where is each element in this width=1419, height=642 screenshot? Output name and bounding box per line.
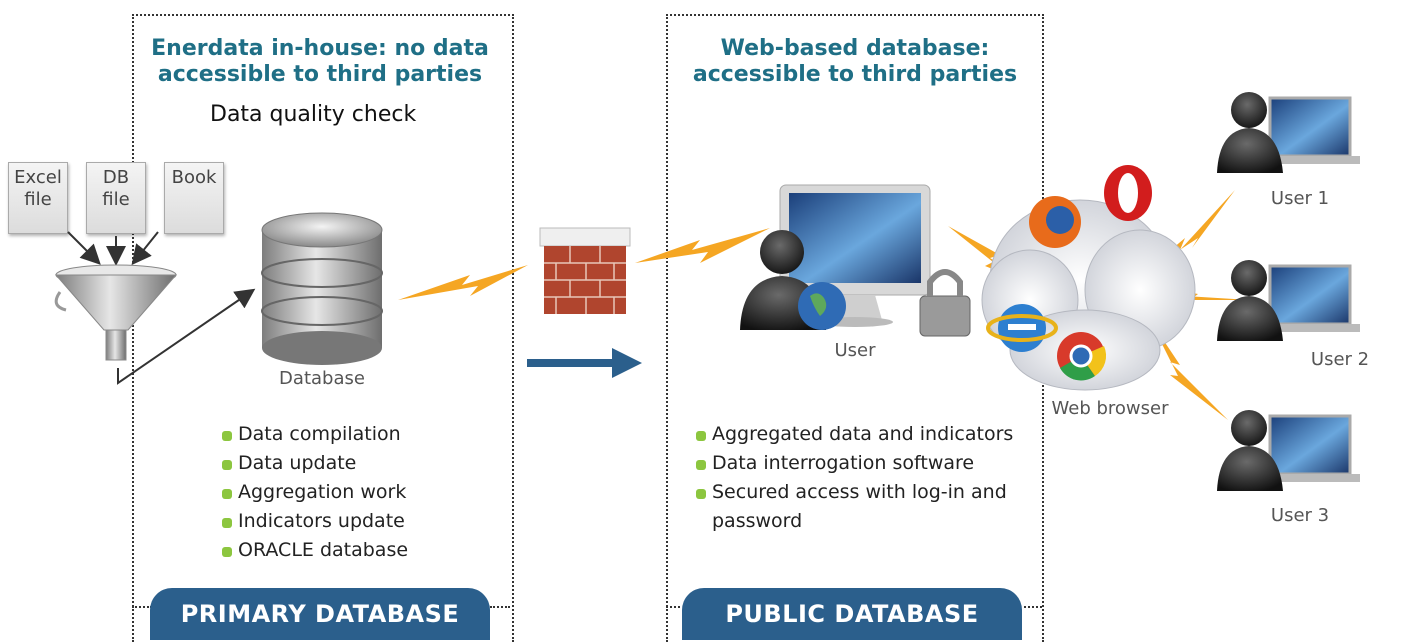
funnel-to-db-arrow xyxy=(117,288,256,385)
doc-arrows xyxy=(67,231,159,266)
funnel-icon xyxy=(54,264,178,361)
firefox-icon xyxy=(1029,196,1081,248)
primary-database-banner: PRIMARY DATABASE xyxy=(150,588,490,640)
bullet-text: Data update xyxy=(238,452,357,474)
web-browser-label: Web browser xyxy=(1051,398,1169,419)
db-file-label: DB file xyxy=(102,167,130,210)
list-item: Data interrogation software xyxy=(696,449,1026,478)
user-label: User xyxy=(834,340,876,361)
database-label: Database xyxy=(279,368,365,389)
bullet-dot-icon xyxy=(222,489,232,499)
bullet-dot-icon xyxy=(222,518,232,528)
list-item: Indicators update xyxy=(222,507,408,536)
bullet-text: Aggregated data and indicators xyxy=(712,423,1014,445)
bullet-dot-icon xyxy=(696,431,706,441)
opera-icon xyxy=(1104,165,1152,221)
panel-bottom-dots-3 xyxy=(666,606,680,608)
panel-bottom-dots-2 xyxy=(490,606,510,608)
bullet-text: Secured access with log-in and password xyxy=(712,481,1007,532)
list-item: ORACLE database xyxy=(222,536,408,565)
user-1-icon xyxy=(1217,92,1360,173)
primary-panel-title: Enerdata in-house: no data accessible to… xyxy=(151,36,489,87)
user-3-icon xyxy=(1217,410,1360,491)
bullet-text: Aggregation work xyxy=(238,481,407,503)
list-item: Aggregation work xyxy=(222,478,408,507)
bullet-text: Data interrogation software xyxy=(712,452,975,474)
db-file-doc: DB file xyxy=(86,162,146,234)
panel-bottom-dots-4 xyxy=(1024,606,1042,608)
public-database-banner: PUBLIC DATABASE xyxy=(682,588,1022,640)
internet-explorer-icon xyxy=(986,304,1058,352)
bullet-dot-icon xyxy=(222,547,232,557)
user-1-label: User 1 xyxy=(1270,188,1330,209)
panel-bottom-dots xyxy=(132,606,152,608)
bullet-dot-icon xyxy=(222,460,232,470)
database-icon xyxy=(261,212,383,365)
firewall-icon xyxy=(539,227,631,314)
primary-bullet-list: Data compilation Data update Aggregation… xyxy=(222,420,408,565)
list-item: Secured access with log-in and password xyxy=(696,478,1026,536)
list-item: Data update xyxy=(222,449,408,478)
flow-arrow xyxy=(527,348,642,378)
user-3-label: User 3 xyxy=(1270,505,1330,526)
primary-panel-frame xyxy=(132,14,514,642)
list-item: Data compilation xyxy=(222,420,408,449)
user-computer-icon xyxy=(740,184,971,337)
list-item: Aggregated data and indicators xyxy=(696,420,1026,449)
chrome-icon xyxy=(1057,332,1107,381)
book-label: Book xyxy=(171,167,217,188)
bullet-dot-icon xyxy=(696,489,706,499)
excel-file-doc: Excel file xyxy=(8,162,68,234)
bullet-text: ORACLE database xyxy=(238,539,409,561)
user-2-icon xyxy=(1217,260,1360,341)
book-doc: Book xyxy=(164,162,224,234)
bullet-dot-icon xyxy=(696,460,706,470)
bullet-dot-icon xyxy=(222,431,232,441)
bullet-text: Indicators update xyxy=(238,510,405,532)
public-bullet-list: Aggregated data and indicators Data inte… xyxy=(696,420,1026,536)
data-quality-heading: Data quality check xyxy=(210,102,417,127)
public-panel-title: Web-based database: accessible to third … xyxy=(692,36,1018,87)
excel-file-label: Excel file xyxy=(14,167,62,210)
user-2-label: User 2 xyxy=(1310,349,1370,370)
bullet-text: Data compilation xyxy=(238,423,401,445)
